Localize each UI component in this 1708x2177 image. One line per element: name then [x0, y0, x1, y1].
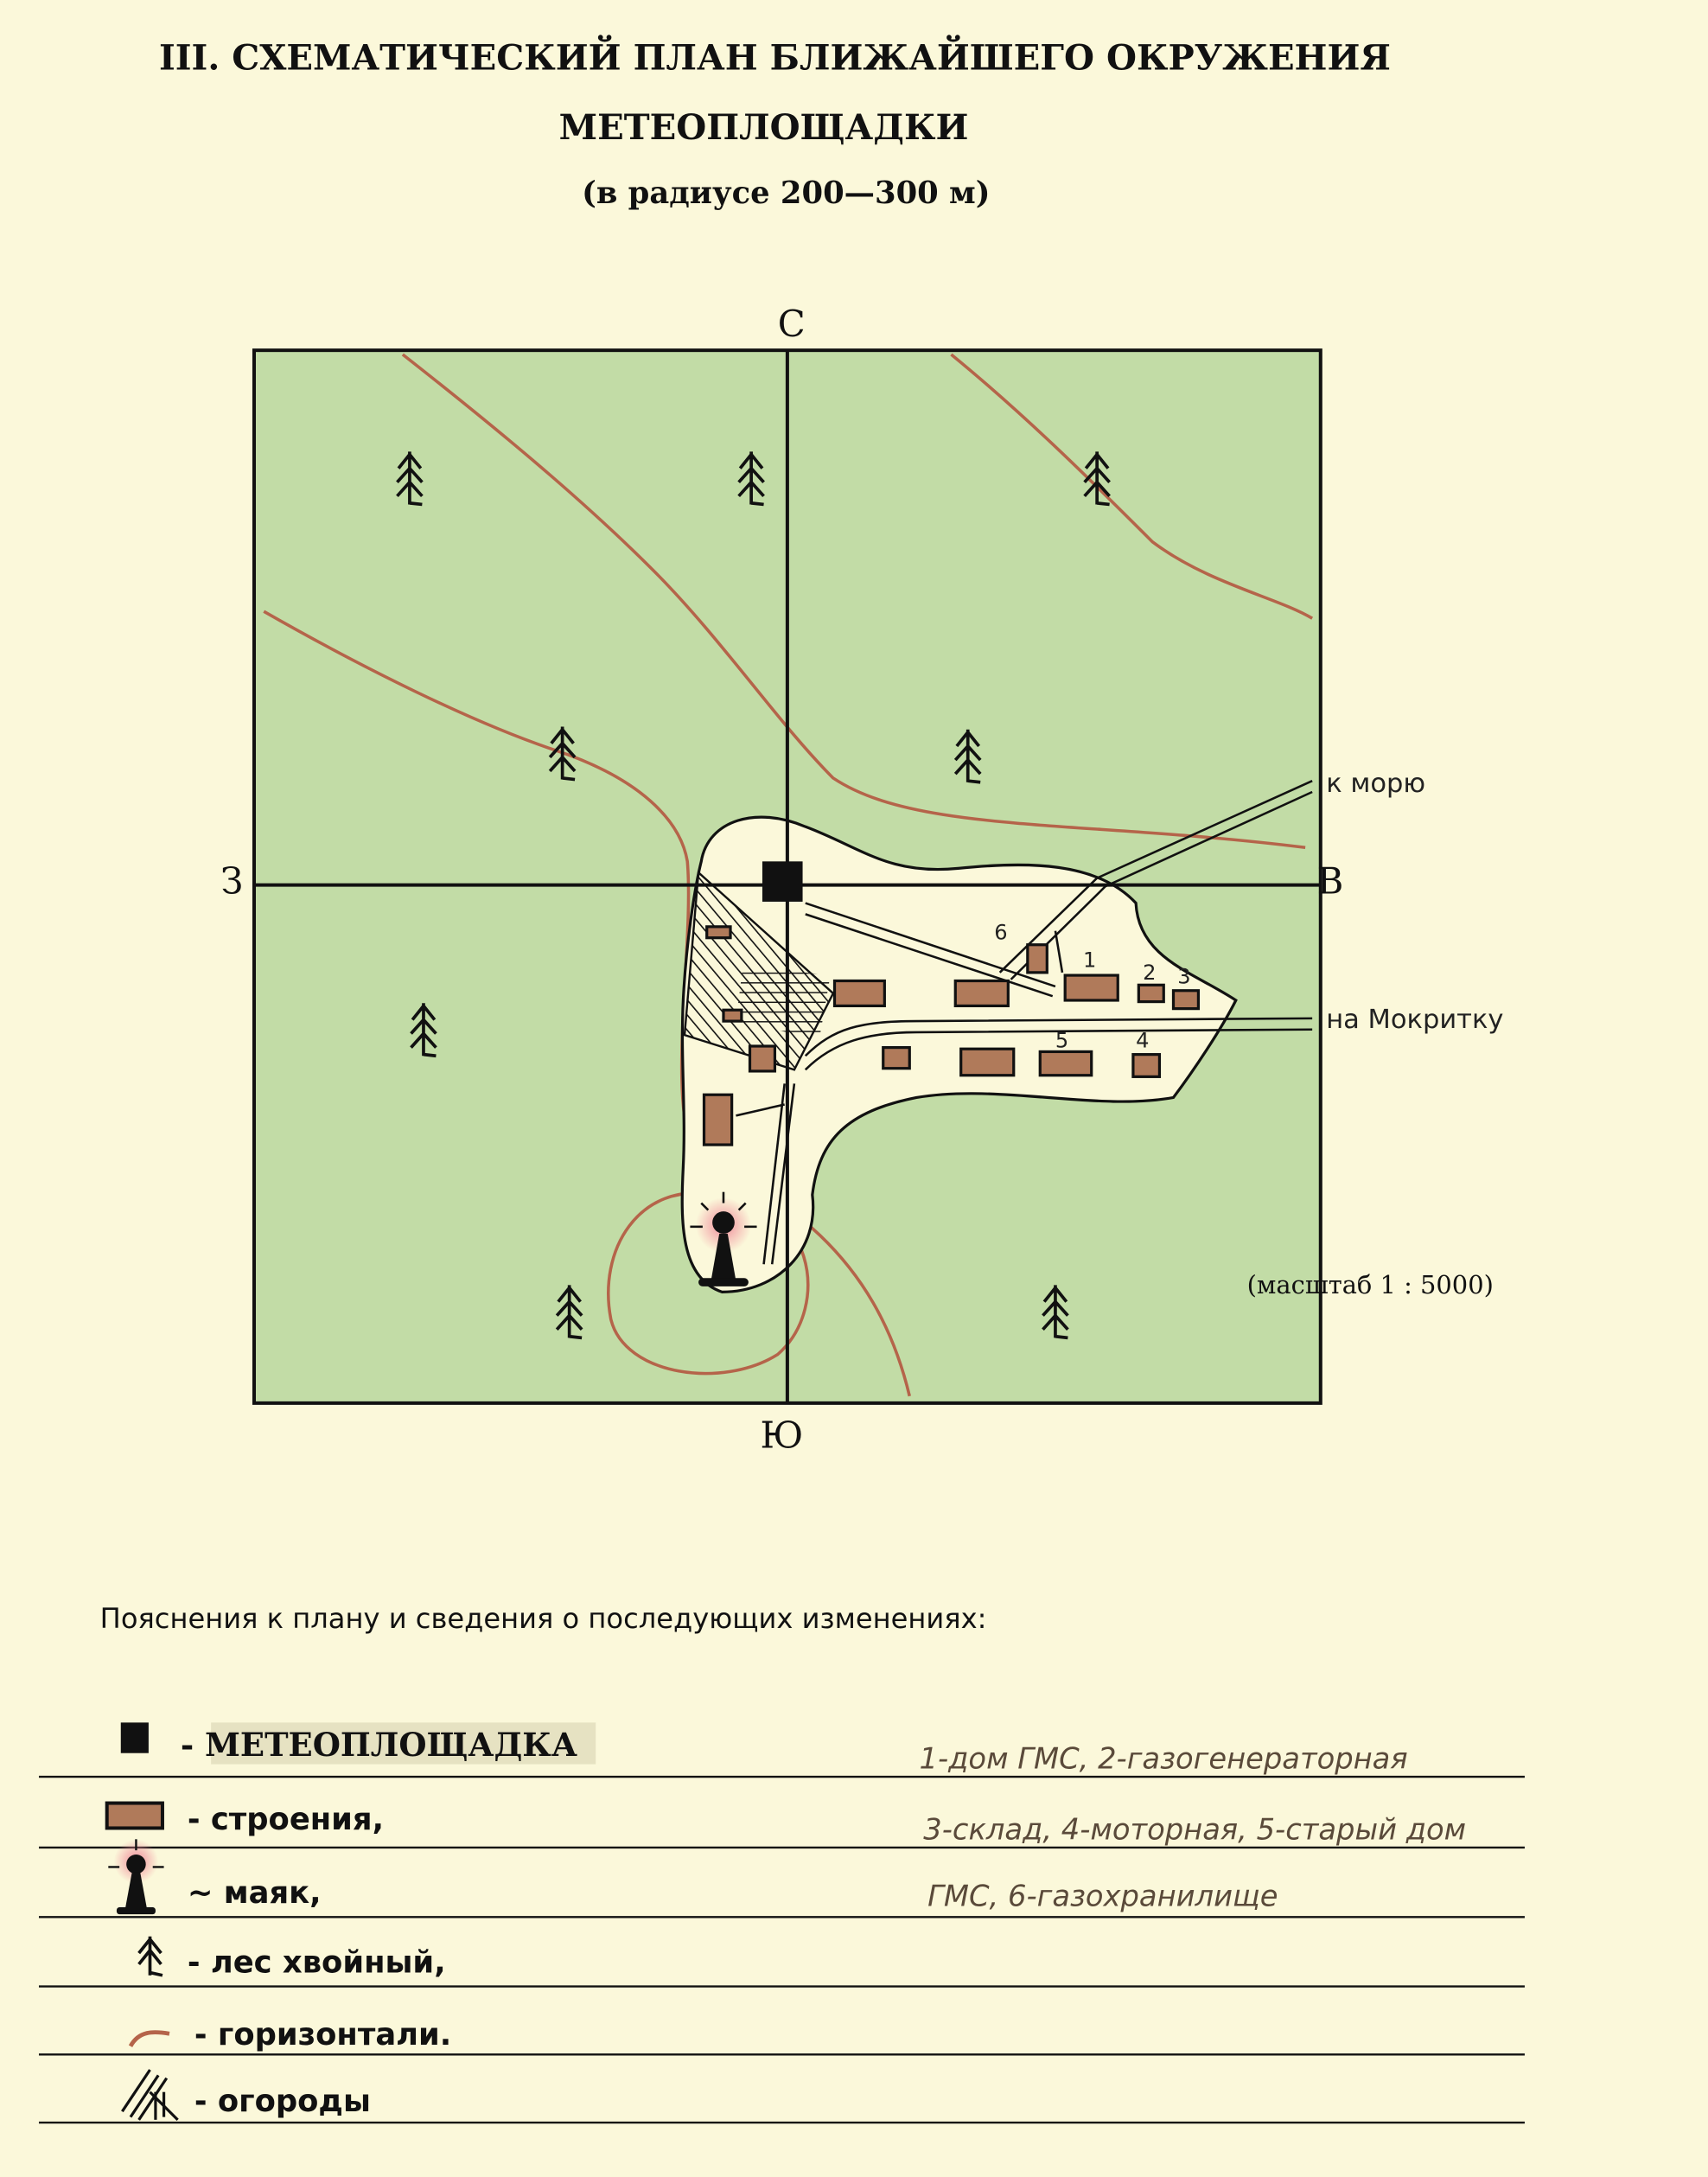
meteo-label-bg — [211, 1722, 596, 1765]
meteo-site-icon — [762, 861, 803, 902]
building-number: 4 — [1136, 1029, 1149, 1053]
conifer-tree-icon — [410, 1003, 437, 1058]
road-to-mokritka-label: на Мокритку — [1326, 1005, 1503, 1035]
legend-item-meteo: - МЕТЕОПЛОЩАДКА — [181, 1726, 577, 1764]
building — [953, 979, 1010, 1008]
south-label: Ю — [761, 1414, 804, 1456]
building-number: 3 — [1177, 965, 1190, 989]
building-number: 1 — [1083, 948, 1096, 972]
building-6 — [1026, 943, 1048, 974]
building — [882, 1046, 911, 1070]
building-numbers: 6 1 2 3 5 4 — [994, 920, 1190, 1052]
east-label: В — [1317, 859, 1344, 902]
building-icon — [105, 1801, 164, 1830]
legend-icons — [105, 1722, 179, 2121]
legend-notes: 1-дом ГМС, 2-газогенераторная 3-склад, 4… — [920, 1741, 1467, 1912]
building-number: 2 — [1143, 961, 1156, 985]
building-3 — [1171, 989, 1201, 1011]
legend-item-forest: - лес хвойный, — [188, 1945, 446, 1981]
building-1 — [1063, 974, 1119, 1002]
legend-item-lighthouse: ~ маяк, — [188, 1875, 322, 1911]
buildings — [702, 925, 1201, 1146]
legend-heading: Пояснения к плану и сведения о последующ… — [100, 1602, 987, 1635]
contour-icon — [128, 2030, 170, 2047]
building — [748, 1044, 777, 1073]
conifer-tree-icon — [555, 1285, 583, 1340]
legend-item-contours: - горизонтали. — [194, 2017, 451, 2053]
garden-plot-2 — [736, 965, 831, 1039]
map-frame — [252, 348, 1322, 1405]
conifer-trees — [396, 451, 1111, 1340]
north-label: С — [778, 303, 806, 345]
road-to-sea-label: к морю — [1326, 769, 1425, 799]
ruled-lines — [38, 1775, 1525, 2124]
scale-label: (масштаб 1 : 5000) — [1247, 1270, 1494, 1299]
legend-note: 3-склад, 4-моторная, 5-старый дом — [923, 1812, 1466, 1846]
lighthouse-icon — [108, 1839, 164, 1915]
building-4 — [1131, 1053, 1162, 1078]
building — [832, 979, 886, 1008]
meteo-site-icon — [120, 1722, 149, 1753]
title-line-3: (в радиусе 200—300 м) — [582, 176, 990, 211]
lighthouse-icon — [690, 1191, 757, 1286]
settlement-area — [680, 815, 1238, 1293]
legend-note: 1-дом ГМС, 2-газогенераторная — [920, 1741, 1408, 1775]
conifer-tree-icon — [737, 451, 765, 507]
legend-item-buildings: - строения, — [188, 1802, 384, 1837]
site-plan-map: 6 1 2 3 5 4 С Ю З В к морю на Мокритку (… — [220, 303, 1503, 1456]
conifer-tree-icon — [548, 726, 577, 782]
building — [705, 925, 732, 940]
building — [722, 1008, 743, 1023]
building-2 — [1137, 983, 1165, 1004]
legend-note: ГМС, 6-газохранилище — [927, 1879, 1278, 1912]
title-line-1: III. СХЕМАТИЧЕСКИЙ ПЛАН БЛИЖАЙШЕГО ОКРУЖ… — [159, 35, 1391, 79]
conifer-tree-icon — [1042, 1285, 1069, 1340]
conifer-tree-icon — [1083, 451, 1111, 507]
building — [1038, 1050, 1093, 1077]
roads — [736, 779, 1313, 1265]
title-line-2: МЕТЕОПЛОЩАДКИ — [559, 107, 969, 148]
conifer-tree-icon — [396, 451, 424, 507]
conifer-tree-icon — [953, 729, 982, 784]
garden-hatch-icon — [121, 2069, 179, 2121]
conifer-icon — [137, 1936, 163, 1977]
building — [702, 1093, 734, 1146]
building-number: 6 — [994, 920, 1007, 944]
west-label: З — [220, 859, 243, 902]
building-number: 5 — [1055, 1029, 1068, 1053]
building-5 — [959, 1047, 1016, 1077]
legend-item-gardens: - огороды — [194, 2084, 371, 2119]
